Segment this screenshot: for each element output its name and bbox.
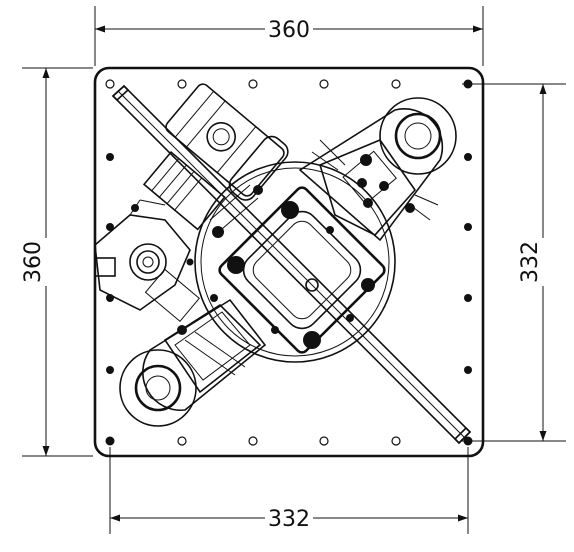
turntable: [194, 161, 396, 363]
motor: [142, 83, 289, 231]
dimension-right: 332: [462, 83, 566, 442]
dim-label-right: 332: [518, 241, 543, 283]
upper-right-arm: [298, 97, 457, 242]
dimension-bottom: 332: [109, 447, 469, 534]
mounting-holes: [105, 79, 473, 446]
lower-left-arm: [119, 294, 267, 427]
dim-label-top: 360: [268, 18, 310, 43]
guide-rail: [111, 84, 472, 445]
carriage: [209, 184, 386, 354]
dimension-left: 360: [21, 67, 93, 457]
dimension-top: 360: [94, 6, 484, 66]
dim-label-bottom: 332: [268, 507, 310, 532]
gearbox: [94, 199, 200, 322]
dim-label-left: 360: [21, 241, 46, 283]
